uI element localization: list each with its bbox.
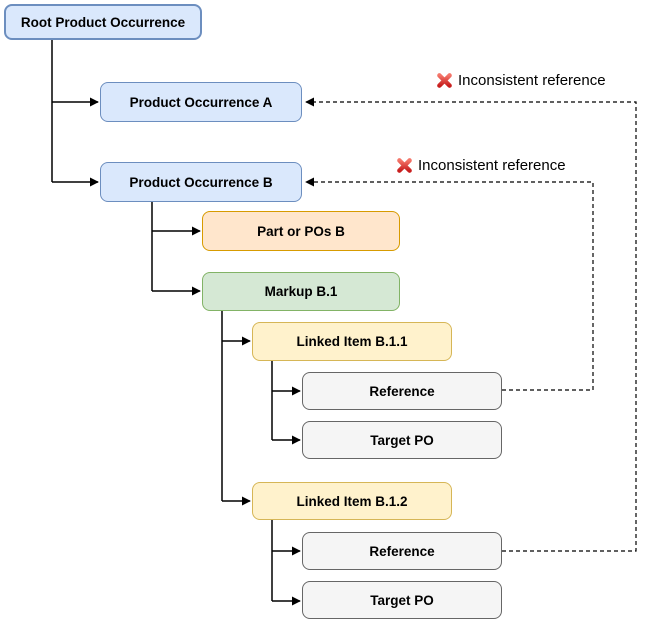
inconsistent-reference-label-1: Inconsistent reference xyxy=(436,72,606,89)
node-linked-item-b12: Linked Item B.1.2 xyxy=(252,482,452,520)
node-reference-1: Reference xyxy=(302,372,502,410)
tree-connectors xyxy=(51,40,301,606)
node-target-po-1: Target PO xyxy=(302,421,502,459)
inconsistent-reference-label-2: Inconsistent reference xyxy=(396,157,566,174)
node-product-occurrence-a: Product Occurrence A xyxy=(100,82,302,122)
edge-reference-2-to-po-a xyxy=(305,97,637,552)
node-part-or-pos-b: Part or POs B xyxy=(202,211,400,251)
inconsistent-reference-connectors xyxy=(305,97,637,552)
red-cross-icon xyxy=(437,73,452,88)
node-linked-item-b11: Linked Item B.1.1 xyxy=(252,322,452,361)
red-cross-icon xyxy=(397,158,412,173)
node-root-product-occurrence: Root Product Occurrence xyxy=(4,4,202,40)
node-product-occurrence-b: Product Occurrence B xyxy=(100,162,302,202)
edge-reference-1-to-po-b xyxy=(305,177,594,391)
annotation-text: Inconsistent reference xyxy=(418,157,566,174)
node-reference-2: Reference xyxy=(302,532,502,570)
annotation-text: Inconsistent reference xyxy=(458,72,606,89)
node-markup-b1: Markup B.1 xyxy=(202,272,400,311)
node-target-po-2: Target PO xyxy=(302,581,502,619)
